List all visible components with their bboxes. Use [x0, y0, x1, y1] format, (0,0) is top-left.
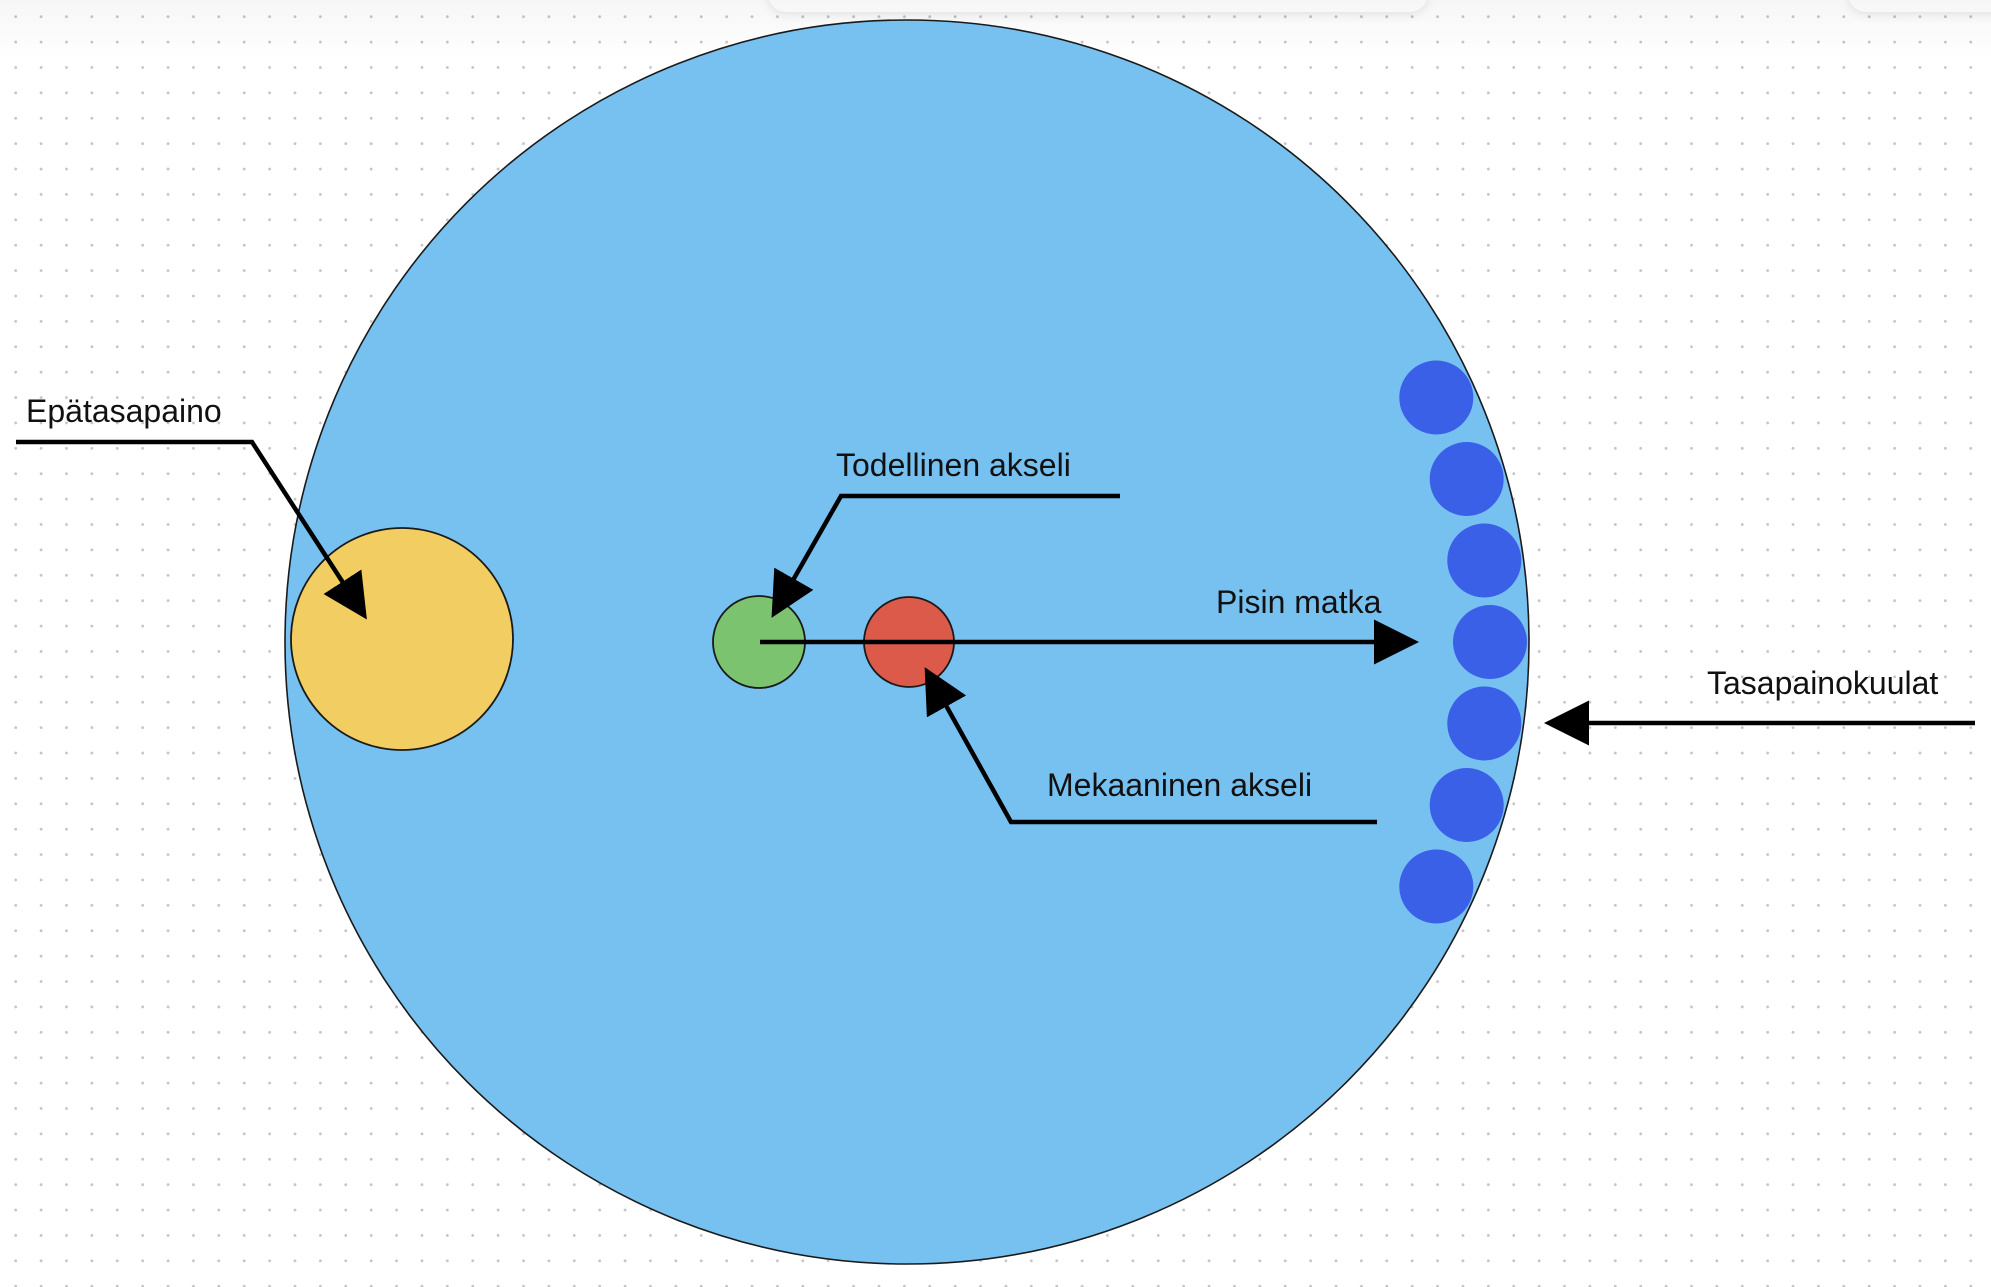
top-toolbar-panel	[768, 0, 1428, 12]
imbalance-label: Epätasapaino	[26, 393, 222, 429]
true-axis-label: Todellinen akseli	[836, 447, 1071, 483]
balance-balls-label: Tasapainokuulat	[1707, 665, 1938, 701]
balance-ball	[1399, 360, 1474, 435]
balance-balls	[1399, 360, 1527, 924]
balance-ball	[1399, 849, 1474, 924]
top-right-panel	[1848, 0, 1991, 12]
balance-ball	[1447, 686, 1522, 761]
mechanical-axis-leader	[924, 667, 1377, 825]
mechanical-axis-label: Mekaaninen akseli	[1047, 767, 1312, 803]
imbalance-leader	[16, 439, 367, 620]
longest-distance-label: Pisin matka	[1216, 584, 1382, 620]
balance-ball	[1447, 523, 1522, 598]
balance-ball	[1429, 768, 1504, 842]
true-axis-leader	[771, 493, 1120, 618]
balance-ball	[1429, 442, 1504, 516]
balance-ball	[1453, 605, 1527, 679]
imbalance-mass	[290, 527, 514, 751]
